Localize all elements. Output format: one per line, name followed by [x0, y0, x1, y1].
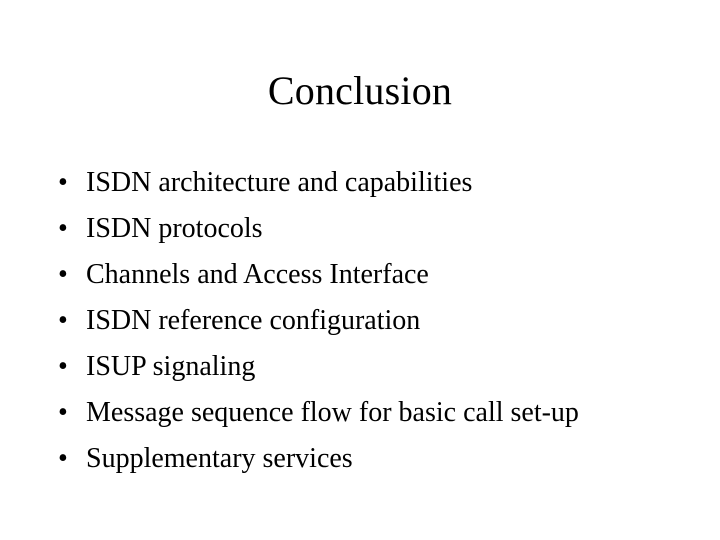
list-item: • ISDN protocols — [56, 206, 696, 252]
list-item: • Channels and Access Interface — [56, 252, 696, 298]
bullet-icon: • — [58, 259, 68, 290]
list-item-label: Message sequence flow for basic call set… — [86, 397, 579, 428]
bullet-icon: • — [58, 351, 68, 382]
bullet-icon: • — [58, 397, 68, 428]
bullet-icon: • — [58, 213, 68, 244]
list-item-label: ISDN protocols — [86, 213, 263, 244]
list-item: • ISDN architecture and capabilities — [56, 160, 696, 206]
list-item-label: ISUP signaling — [86, 351, 256, 382]
bullet-icon: • — [58, 305, 68, 336]
bullet-icon: • — [58, 443, 68, 474]
list-item-label: Supplementary services — [86, 443, 353, 474]
list-item: • Message sequence flow for basic call s… — [56, 390, 696, 436]
list-item-label: ISDN reference configuration — [86, 305, 421, 336]
list-item: • Supplementary services — [56, 436, 696, 482]
list-item: • ISDN reference configuration — [56, 298, 696, 344]
list-item-label: Channels and Access Interface — [86, 259, 429, 290]
list-item: • ISUP signaling — [56, 344, 696, 390]
bullet-list: • ISDN architecture and capabilities • I… — [56, 160, 696, 482]
bullet-icon: • — [58, 167, 68, 198]
list-item-label: ISDN architecture and capabilities — [86, 167, 473, 198]
page-title: Conclusion — [267, 68, 453, 113]
